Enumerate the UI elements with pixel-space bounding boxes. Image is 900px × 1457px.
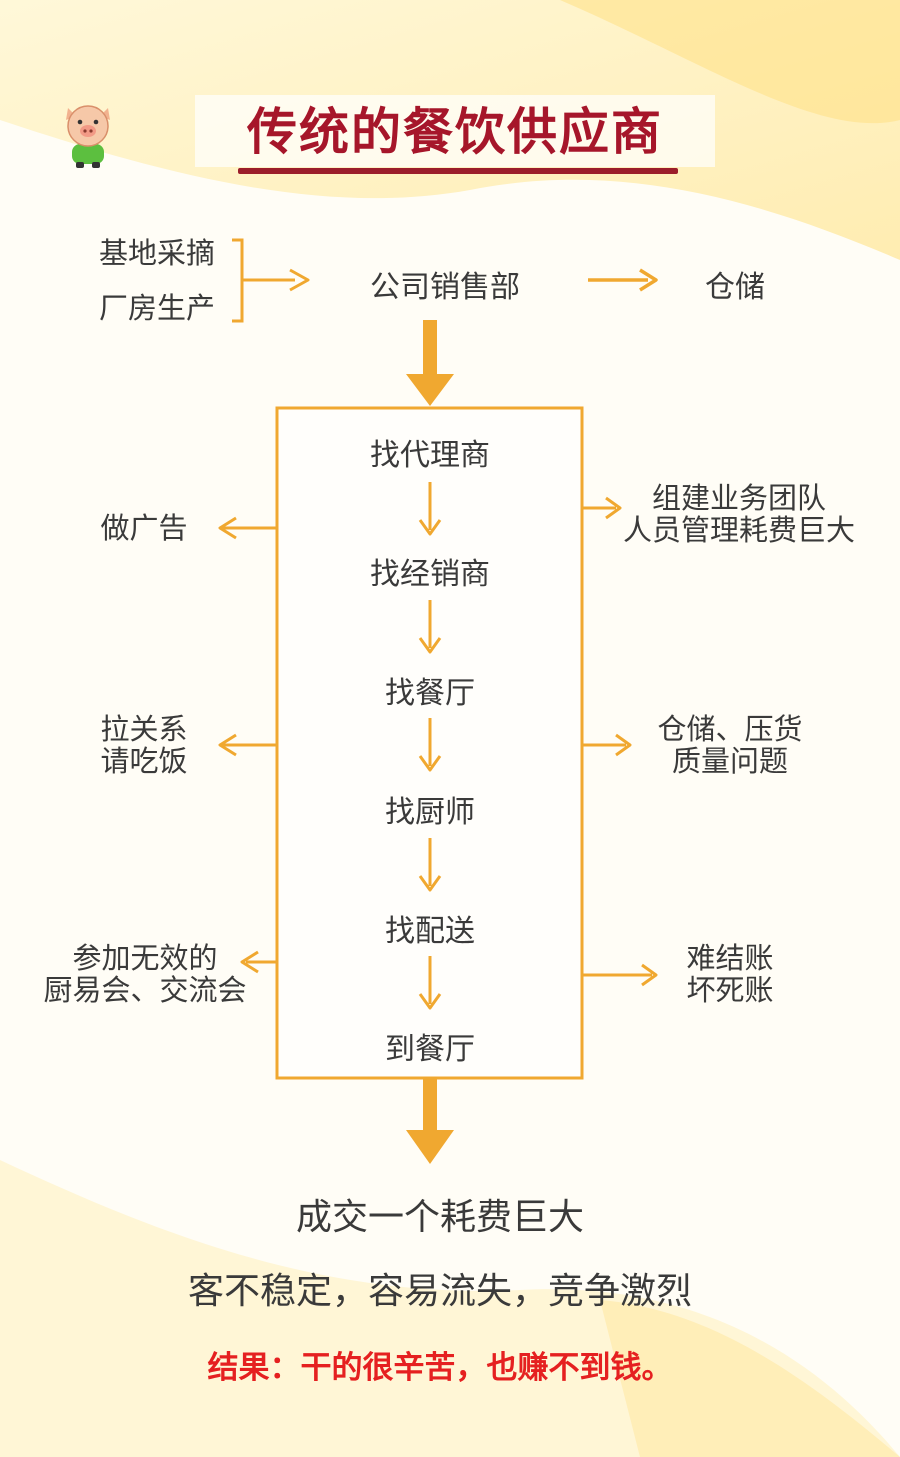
chain-step-agent: 找代理商 bbox=[370, 438, 490, 473]
note-expo-line1: 参加无效的 bbox=[72, 941, 218, 975]
title-underline bbox=[238, 168, 678, 174]
note-billing-line1: 难结账 bbox=[686, 941, 774, 975]
arrow-to-sales bbox=[289, 268, 310, 292]
chain-step-arrive-restaurant: 到餐厅 bbox=[385, 1032, 475, 1067]
note-team-line2: 人员管理耗费巨大 bbox=[622, 513, 855, 547]
chain-step-delivery: 找配送 bbox=[385, 914, 475, 949]
node-sales-department: 公司销售部 bbox=[370, 270, 520, 305]
summary-result: 结果：干的很辛苦，也赚不到钱。 bbox=[207, 1350, 673, 1386]
note-expo-line2: 厨易会、交流会 bbox=[43, 973, 247, 1007]
note-billing-line2: 坏死账 bbox=[686, 973, 774, 1007]
note-relationship-line2: 请吃饭 bbox=[100, 744, 188, 778]
page-title: 传统的餐饮供应商 bbox=[247, 103, 663, 161]
arrow-to-storage bbox=[639, 268, 658, 292]
note-stock-line1: 仓储、压货 bbox=[657, 712, 803, 746]
note-relationship-line1: 拉关系 bbox=[100, 712, 188, 746]
node-storage: 仓储 bbox=[705, 270, 765, 305]
source-factory-production: 厂房生产 bbox=[98, 291, 215, 325]
note-advertising: 做广告 bbox=[100, 511, 188, 545]
chain-step-chef: 找厨师 bbox=[385, 795, 475, 830]
big-down-arrow-bottom bbox=[406, 1130, 454, 1164]
note-team-line1: 组建业务团队 bbox=[651, 481, 826, 515]
note-stock-line2: 质量问题 bbox=[671, 744, 788, 778]
chain-step-distributor: 找经销商 bbox=[370, 557, 490, 592]
source-bracket bbox=[232, 238, 244, 323]
summary-instability: 客不稳定，容易流失，竞争激烈 bbox=[187, 1271, 692, 1312]
source-base-picking: 基地采摘 bbox=[98, 236, 215, 270]
big-down-arrow-top bbox=[406, 374, 454, 406]
summary-cost: 成交一个耗费巨大 bbox=[295, 1197, 584, 1238]
chain-step-restaurant: 找餐厅 bbox=[385, 676, 475, 711]
pig-mascot-icon bbox=[66, 105, 110, 168]
